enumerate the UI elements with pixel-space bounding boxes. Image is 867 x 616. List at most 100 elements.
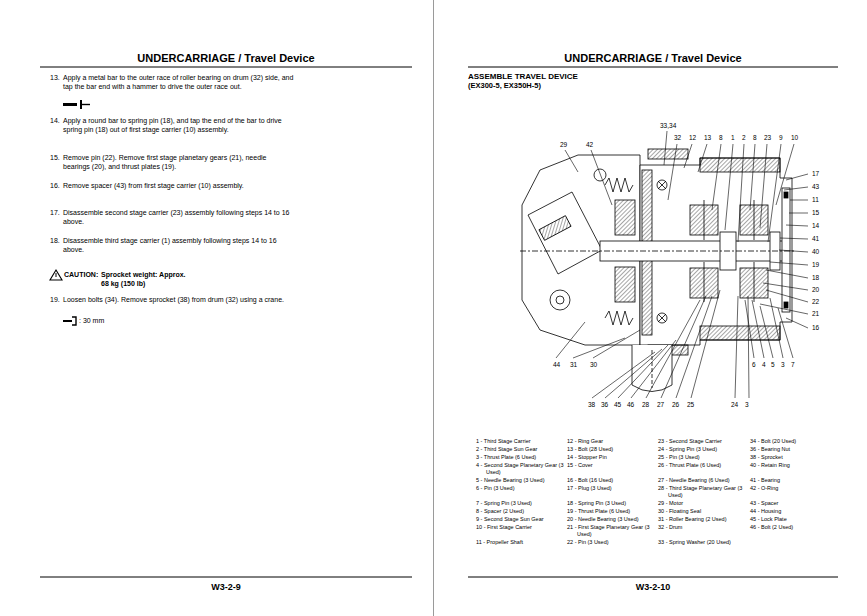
step-number: 13. [50,73,63,82]
callout-number: 18 [812,274,819,282]
parts-list-entry: 24 - Spring Pin (3 Used) [658,446,747,453]
callout-number: 23 [764,134,771,142]
page-rules [40,0,838,616]
parts-list-entry: 19 - Thrust Plate (6 Used) [567,508,656,515]
parts-list-entry: 13 - Bolt (28 Used) [567,446,656,453]
callout-number: 36 [601,401,608,409]
callout-number: 14 [812,222,819,230]
callout-number: 22 [812,298,819,306]
parts-list-entry: 2 - Third Stage Sun Gear [476,446,565,453]
caution-heading: CAUTION: [64,270,100,279]
step-number: 16. [50,181,63,190]
callout-number: 12 [689,134,696,142]
callout-number: 8 [719,134,723,142]
callout-number: 24 [731,401,738,409]
parts-list-entry: 42 - O-Ring [750,485,839,492]
callout-number: 42 [586,141,593,149]
step-text: Apply a round bar to spring pin (18), an… [63,116,295,134]
step-number: 17. [50,208,63,217]
parts-list-entry: 10 - First Stage Carrier [476,524,565,531]
page-number: W3-2-10 [468,582,838,593]
callout-number: 2 [742,134,746,142]
parts-list-entry: 22 - Pin (3 Used) [567,539,656,546]
callout-number: 25 [687,401,694,409]
parts-list-entry: 11 - Propeller Shaft [476,539,565,546]
parts-list-entry: 26 - Thrust Plate (6 Used) [658,462,747,469]
parts-list-entry: 27 - Needle Bearing (6 Used) [658,477,747,484]
travel-device-section [520,149,796,392]
step-number: 19. [50,295,63,304]
callout-number: 10 [791,134,798,142]
callout-number: 40 [812,248,819,256]
parts-list-entry: 9 - Second Stage Sun Gear [476,516,565,523]
page-header: UNDERCARRIAGE / Travel Device [468,52,838,66]
parts-list-entry: 43 - Spacer [750,500,839,507]
callout-number: 20 [812,286,819,294]
callout-number: 13 [704,134,711,142]
callout-number: 5 [771,361,775,369]
callout-number: 30 [590,361,597,369]
callout-number: 8 [753,134,757,142]
callout-number: 28 [642,401,649,409]
parts-list-entry: 7 - Spring Pin (3 Used) [476,500,565,507]
callout-number: 26 [672,401,679,409]
parts-list-entry: 1 - Third Stage Carrier [476,438,565,445]
callout-number: 4 [762,361,766,369]
parts-list-entry: 4 - Second Stage Planetary Gear (3 Used) [476,462,565,476]
parts-list-entry: 6 - Pin (3 Used) [476,485,565,492]
callout-number: 15 [812,209,819,217]
parts-list-entry: 21 - First Stage Planetary Gear (3 Used) [567,524,656,538]
step-number: 15. [50,153,63,162]
wrench-icon [63,317,76,325]
hammer-icon [63,100,90,109]
parts-list-entry: 36 - Bearing Nut [750,446,839,453]
callout-number: 29 [560,141,567,149]
step-text: Loosen bolts (34). Remove sprocket (38) … [63,295,295,304]
parts-list-entry: 17 - Plug (3 Used) [567,485,656,492]
parts-list-entry: 29 - Motor [658,500,747,507]
callout-number: 46 [627,401,634,409]
parts-list-entry: 23 - Second Stage Carrier [658,438,747,445]
callout-number: 27 [657,401,664,409]
parts-list-entry: 46 - Bolt (2 Used) [750,524,839,531]
parts-list-entry: 40 - Retain Ring [750,462,839,469]
callout-number: 16 [812,324,819,332]
parts-list-entry: 18 - Spring Pin (3 Used) [567,500,656,507]
parts-list-entry: 14 - Stopper Pin [567,454,656,461]
callout-number: 44 [553,361,560,369]
parts-list-entry: 32 - Drum [658,524,747,531]
parts-list-entry: 30 - Floating Seal [658,508,747,515]
step-number: 14. [50,116,63,125]
parts-list-entry: 3 - Thrust Plate (6 Used) [476,454,565,461]
model-subtitle: (EX300-5, EX350H-5) [468,81,718,90]
callout-number: 45 [614,401,621,409]
step-text: Apply a metal bar to the outer race of r… [63,73,295,91]
callout-number: 41 [812,235,819,243]
parts-list-entry: 44 - Housing [750,508,839,515]
parts-list-entry: 16 - Bolt (16 Used) [567,477,656,484]
page-header: UNDERCARRIAGE / Travel Device [40,52,412,66]
parts-list-entry: 20 - Needle Bearing (3 Used) [567,516,656,523]
parts-list-entry: 38 - Sprocket [750,454,839,461]
parts-list-entry: 8 - Spacer (2 Used) [476,508,565,515]
step-text: Disassemble second stage carrier (23) as… [63,208,295,226]
page-number: W3-2-9 [40,582,412,593]
parts-list-entry: 33 - Spring Washer (20 Used) [658,539,747,546]
callout-number: 6 [752,361,756,369]
callout-number: 7 [791,361,795,369]
caution-text: Sprocket weight: Approx. 68 kg (150 lb) [101,270,195,288]
callout-number: 21 [812,310,819,318]
callout-number: 19 [812,261,819,269]
callout-number: 38 [588,401,595,409]
callout-number: 33,34 [660,122,676,130]
caution-icon [50,270,62,280]
parts-list-entry: 45 - Lock Plate [750,516,839,523]
callout-number: 9 [779,134,783,142]
step-text: Disassemble third stage carrier (1) asse… [63,236,295,254]
step-text: Remove spacer (43) from first stage carr… [63,181,295,190]
step-number: 18. [50,236,63,245]
parts-list-entry: 15 - Cover [567,462,656,469]
parts-list-entry: 41 - Bearing [750,477,839,484]
